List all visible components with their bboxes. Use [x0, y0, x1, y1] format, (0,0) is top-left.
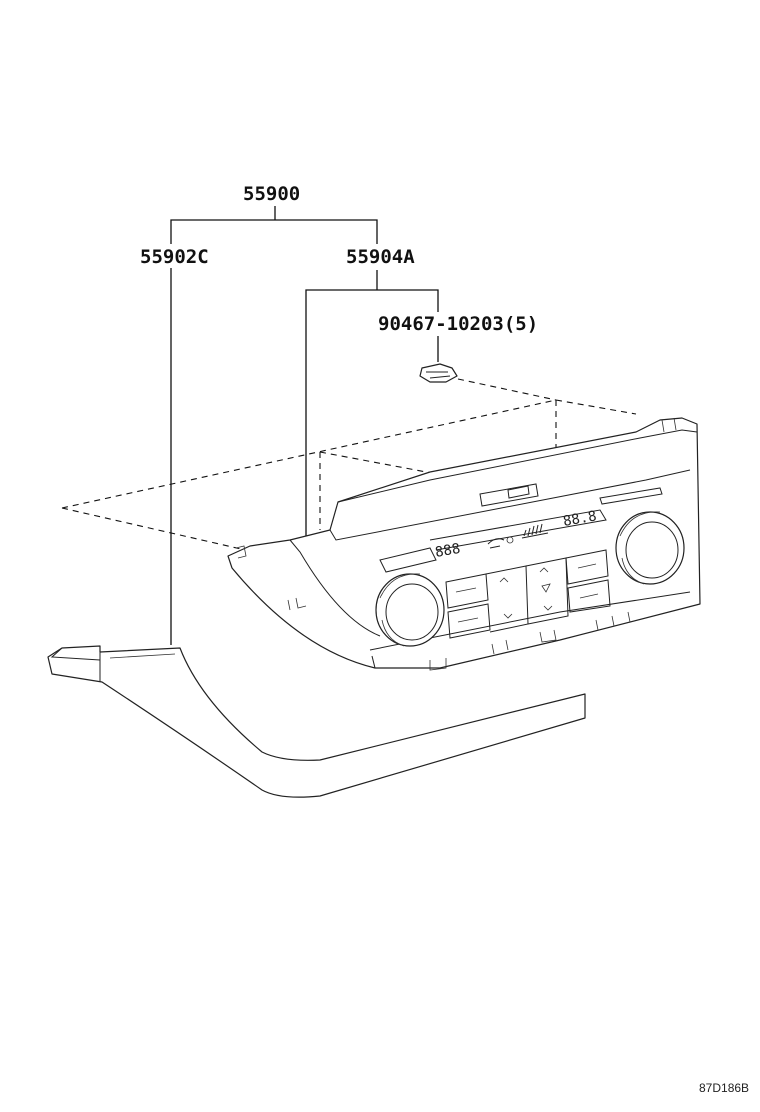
climate-control-unit-55904a: 888 88.8 [227, 417, 701, 671]
right-temperature-knob [615, 511, 685, 585]
outer-panel-55902c [47, 645, 586, 798]
part-label-90467-10203: 90467-10203(5) [378, 313, 538, 335]
airflow-mode-icon [487, 536, 514, 549]
fan-level-indicator-icon [521, 523, 549, 539]
button-cluster [445, 549, 611, 639]
display-right-temp: 88.8 [562, 508, 598, 530]
left-temperature-knob [375, 573, 445, 647]
display-left-temp: 888 [434, 541, 462, 561]
dashed-guide-lines [61, 378, 637, 550]
leader-lines [170, 206, 439, 645]
drawing-code: 87D186B [699, 1081, 749, 1095]
clip-part [419, 363, 458, 383]
part-label-55900: 55900 [243, 183, 300, 205]
part-label-55902c: 55902C [140, 246, 209, 268]
part-label-55904a: 55904A [346, 246, 415, 268]
